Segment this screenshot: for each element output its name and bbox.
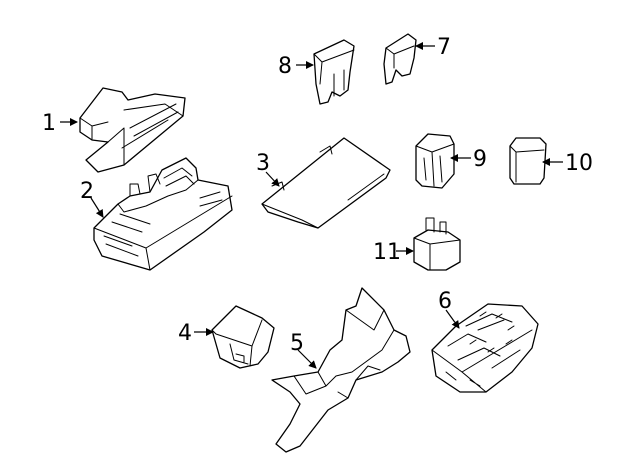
callout-3: 3 (256, 151, 270, 176)
part-8-fuse (313, 39, 355, 105)
callout-labels: 1 2 3 4 5 6 7 8 9 10 11 (42, 35, 593, 356)
callout-8: 8 (278, 54, 292, 79)
part-6-fuse-box (431, 303, 539, 393)
callout-9: 9 (473, 147, 487, 172)
leader-5 (297, 349, 317, 369)
callout-7: 7 (437, 35, 451, 60)
part-10-fuse (509, 137, 547, 185)
callout-2: 2 (80, 179, 94, 204)
part-9-fuse (415, 133, 455, 189)
leader-6 (445, 309, 460, 329)
callout-11: 11 (373, 240, 401, 265)
callout-5: 5 (290, 331, 304, 356)
part-4-housing (211, 305, 275, 369)
callout-1: 1 (42, 111, 56, 136)
leader-lines (60, 42, 563, 369)
part-1-cover (79, 87, 186, 173)
callout-10: 10 (565, 151, 593, 176)
part-11-relay (413, 217, 461, 271)
callout-6: 6 (438, 289, 452, 314)
leader-2 (90, 197, 104, 218)
part-5-bracket (271, 287, 411, 453)
leader-3 (265, 171, 280, 187)
part-7-fuse (383, 33, 417, 85)
part-2-module (93, 157, 233, 271)
part-3-panel (261, 137, 391, 229)
callout-4: 4 (178, 321, 192, 346)
